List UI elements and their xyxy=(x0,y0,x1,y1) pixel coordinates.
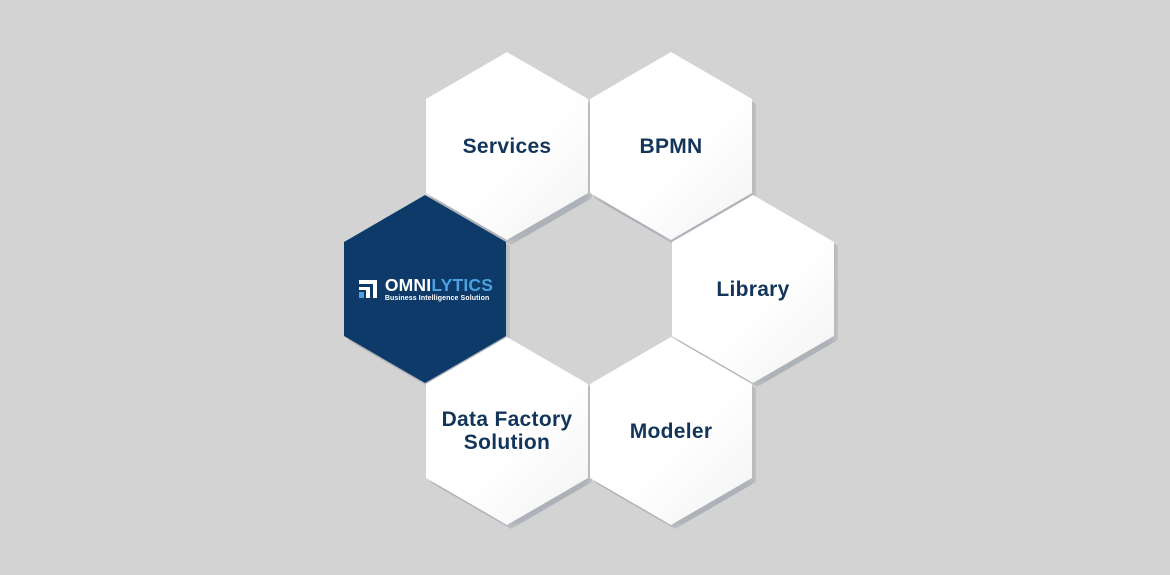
services-label: Services xyxy=(462,134,552,158)
modeler-label: Modeler xyxy=(629,419,713,443)
bpmn-label: BPMN xyxy=(639,134,703,158)
logo-tagline: Business Intelligence Solution xyxy=(384,294,490,302)
library-label: Library xyxy=(716,277,790,301)
data-factory-label-line1: Data Factory xyxy=(441,408,573,431)
logo-brand-part1: OMNI xyxy=(384,274,432,295)
omnilytics-logo: OMNILYTICS Business Intelligence Solutio… xyxy=(357,276,493,303)
data-factory-label: Data Factory Solution xyxy=(442,408,573,454)
logo-text: OMNILYTICS Business Intelligence Solutio… xyxy=(385,276,493,303)
logo-brand-part2: LYTICS xyxy=(431,274,494,295)
omnilytics-logo-icon xyxy=(358,280,377,298)
logo-brand: OMNILYTICS xyxy=(385,276,493,294)
data-factory-label-line2: Solution xyxy=(463,431,551,454)
hex-data-factory: Data Factory Solution xyxy=(426,337,588,525)
hex-modeler: Modeler xyxy=(590,337,752,525)
